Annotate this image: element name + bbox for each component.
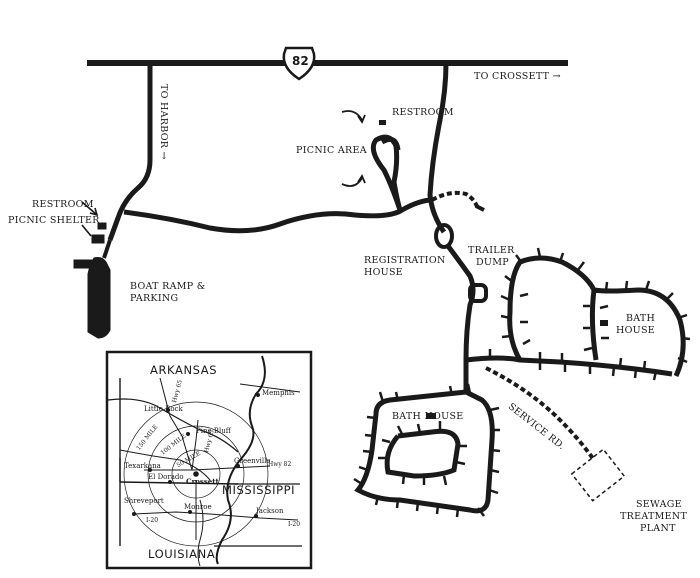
trailer-dump-label-2: DUMP	[476, 257, 509, 268]
picnic-arc	[380, 136, 401, 151]
inset-state-mississippi: MISSISSIPPI	[222, 483, 296, 497]
sewage-label-3: PLANT	[640, 523, 676, 534]
inset-state-arkansas: ARKANSAS	[150, 363, 218, 377]
to-crossett-label: TO CROSSETT →	[474, 71, 561, 82]
service-road	[485, 366, 596, 462]
bath-house-right-marker	[600, 320, 608, 326]
picnic-shelter-arrow	[81, 224, 92, 237]
boat-ramp-label-2: PARKING	[130, 293, 179, 304]
inset-map-lines	[107, 355, 302, 567]
inset-city-pine-bluff: Pine Bluff	[196, 427, 231, 435]
campsite-ticks-bottom	[353, 383, 501, 518]
boat-ramp-label-1: BOAT RAMP &	[130, 281, 206, 292]
inset-city-jackson: Jackson	[256, 507, 284, 515]
bath-house-bottom-marker	[426, 413, 436, 419]
restroom-top-marker	[379, 120, 386, 125]
inset-city-dots	[132, 393, 260, 518]
right-campground	[465, 247, 691, 381]
harbor-road	[107, 63, 153, 241]
sewage-label-2: TREATMENT	[620, 511, 688, 522]
campsite-ticks-right	[488, 247, 691, 381]
inset-city-shreveport: Shreveport	[124, 497, 164, 505]
inset-city-memphis: Memphis	[262, 389, 295, 397]
inset-city-crossett: Crossett	[186, 477, 219, 486]
highway-82-number: 82	[292, 54, 309, 68]
park-main-road	[123, 197, 433, 234]
dashed-trail	[431, 190, 480, 211]
bath-house-bottom-label: BATH HOUSE	[392, 411, 464, 422]
inset-city-monroe: Monroe	[184, 503, 212, 511]
campground-road	[445, 244, 476, 392]
sewage-label-1: SEWAGE	[636, 499, 682, 510]
restroom-top-label: RESTROOM	[392, 107, 454, 118]
left-facilities	[73, 222, 112, 339]
inset-city-texarkana: Texarkana	[124, 462, 161, 470]
inset-i20-label: I-20	[146, 517, 159, 524]
inset-city-little-rock: Little Rock	[144, 405, 183, 413]
trailer-dump-label-1: TRAILER	[468, 245, 515, 256]
picnic-area-label: PICNIC AREA	[296, 145, 367, 156]
bottom-campground	[353, 383, 501, 518]
inset-state-louisiana: LOUISIANA	[148, 547, 216, 561]
registration-label-1: REGISTRATION	[364, 255, 446, 266]
bath-house-right-label-2: HOUSE	[616, 325, 656, 336]
inset-i20b-label: I-20	[288, 521, 301, 528]
picnic-shelter-label: PICNIC SHELTER	[8, 215, 100, 226]
registration-loop	[434, 223, 454, 249]
sewage-plant-outline	[570, 448, 626, 502]
restroom-left-arrow	[81, 201, 97, 215]
inset-hwy82-label: Hwy 82	[268, 461, 292, 468]
trailer-dump-loop	[468, 283, 488, 303]
entrance-road	[427, 62, 449, 234]
restroom-left-label: RESTROOM	[32, 199, 94, 210]
inset-city-greenville: Greenville	[234, 457, 271, 465]
inset-frame	[105, 350, 313, 570]
registration-label-2: HOUSE	[364, 267, 404, 278]
to-harbor-label: TO HARBOR →	[158, 84, 169, 160]
bath-house-right-label-1: BATH	[626, 313, 656, 324]
picnic-arrow-top	[341, 110, 363, 121]
picnic-arrow-bottom	[341, 177, 363, 187]
inset-city-el-dorado: El Dorado	[148, 473, 184, 481]
highway-82-shield	[282, 46, 316, 81]
